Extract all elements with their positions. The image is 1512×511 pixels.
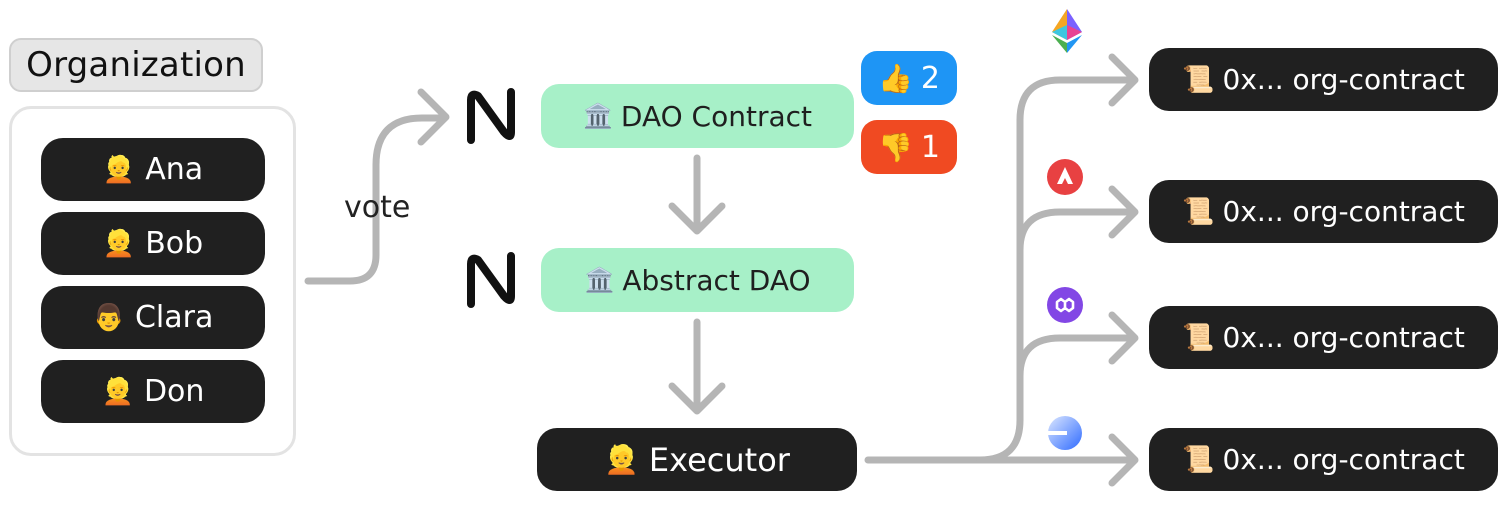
thumbs-up-value: 2 <box>920 60 940 96</box>
scroll-emoji-icon: 📜 <box>1182 322 1215 353</box>
org-contract-polygon[interactable]: 📜 0x... org-contract <box>1149 306 1498 369</box>
member-don[interactable]: 👱 Don <box>41 360 265 423</box>
vote-label: vote <box>344 190 411 225</box>
near-logo-icon <box>467 252 515 308</box>
abstract-dao-box[interactable]: 🏛️ Abstract DAO <box>541 248 854 312</box>
organization-group <box>9 106 296 456</box>
person-emoji-icon: 👱 <box>604 443 639 476</box>
person-emoji-icon: 👱 <box>101 376 134 407</box>
bank-emoji-icon: 🏛️ <box>582 102 613 130</box>
thumbs-down-icon: 👎 <box>878 130 913 164</box>
thumbs-down-count: 👎 1 <box>861 120 957 174</box>
abstract-dao-label: Abstract DAO <box>622 263 811 297</box>
scroll-emoji-icon: 📜 <box>1182 196 1215 227</box>
person-emoji-icon: 👨 <box>92 302 125 333</box>
member-name: Bob <box>145 226 204 261</box>
scroll-emoji-icon: 📜 <box>1182 444 1215 475</box>
thumbs-up-count: 👍 2 <box>861 51 957 105</box>
org-contract-ethereum[interactable]: 📜 0x... org-contract <box>1149 48 1498 111</box>
member-name: Clara <box>134 300 214 335</box>
dao-contract-box[interactable]: 🏛️ DAO Contract <box>541 84 854 148</box>
member-ana[interactable]: 👱 Ana <box>41 138 265 201</box>
scroll-emoji-icon: 📜 <box>1182 64 1215 95</box>
thumbs-down-value: 1 <box>920 129 940 165</box>
near-logo-icon <box>467 88 515 144</box>
member-clara[interactable]: 👨 Clara <box>41 286 265 349</box>
executor-label: Executor <box>648 440 790 479</box>
person-emoji-icon: 👱 <box>102 228 136 259</box>
member-name: Ana <box>145 152 204 187</box>
organization-title: Organization <box>9 38 263 92</box>
avalanche-icon <box>1047 159 1083 195</box>
org-contract-avalanche[interactable]: 📜 0x... org-contract <box>1149 180 1498 243</box>
base-icon <box>1047 416 1082 450</box>
org-contract-label: 0x... org-contract <box>1222 63 1465 96</box>
member-name: Don <box>143 374 205 409</box>
bank-emoji-icon: 🏛️ <box>584 266 615 294</box>
polygon-icon <box>1047 287 1083 323</box>
member-bob[interactable]: 👱 Bob <box>41 212 265 275</box>
org-contract-label: 0x... org-contract <box>1222 321 1465 354</box>
person-emoji-icon: 👱 <box>102 154 136 185</box>
org-contract-base[interactable]: 📜 0x... org-contract <box>1149 428 1498 491</box>
org-contract-label: 0x... org-contract <box>1222 443 1465 476</box>
thumbs-up-icon: 👍 <box>878 61 913 95</box>
ethereum-icon <box>1052 9 1082 53</box>
executor-box[interactable]: 👱 Executor <box>537 428 857 491</box>
vote-arrow <box>304 114 444 285</box>
org-contract-label: 0x... org-contract <box>1222 195 1465 228</box>
dao-contract-label: DAO Contract <box>620 99 812 133</box>
